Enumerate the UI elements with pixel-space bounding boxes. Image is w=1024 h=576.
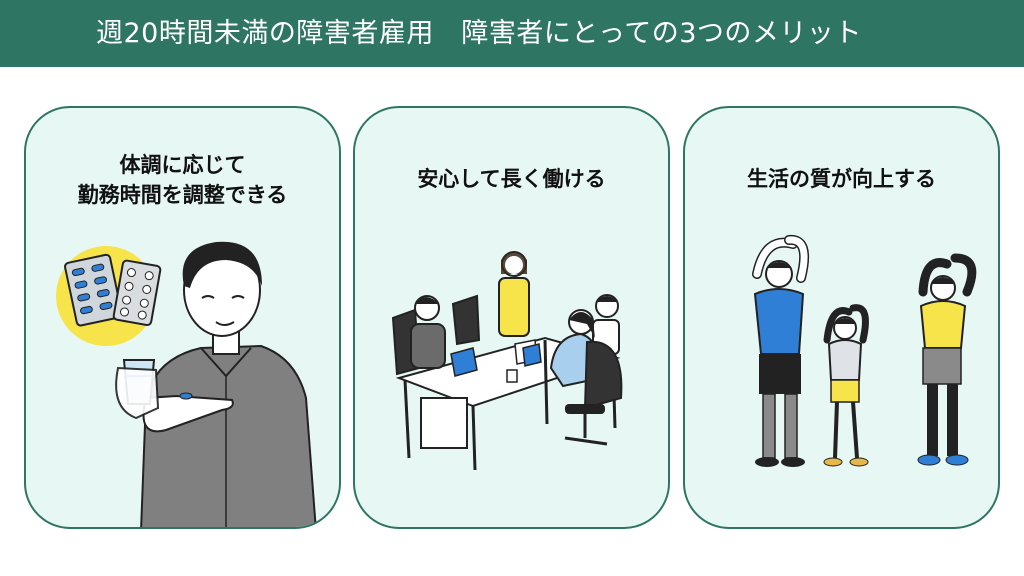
card-title-line: 安心して長く働ける: [417, 167, 606, 191]
card-title-line: 体調に応じて: [119, 153, 246, 177]
page-title: 週20時間未満の障害者雇用 障害者にとっての3つのメリット: [96, 18, 862, 49]
card-title: 体調に応じて 勤務時間を調整できる: [26, 150, 339, 210]
family-stretching-illustration: [752, 234, 977, 467]
benefit-card-1: 体調に応じて 勤務時間を調整できる: [24, 106, 341, 529]
card-title-line: 勤務時間を調整できる: [77, 183, 288, 207]
card-title: 安心して長く働ける: [355, 164, 668, 194]
header-bar: 週20時間未満の障害者雇用 障害者にとっての3つのメリット: [0, 0, 1024, 67]
benefit-card-3: 生活の質が向上する: [683, 106, 1000, 529]
card-title: 生活の質が向上する: [685, 164, 998, 194]
man-taking-medicine-illustration: [56, 241, 317, 527]
benefit-card-2: 安心して長く働ける: [353, 106, 670, 529]
office-meeting-illustration: [391, 251, 623, 471]
card-title-line: 生活の質が向上する: [747, 167, 936, 191]
